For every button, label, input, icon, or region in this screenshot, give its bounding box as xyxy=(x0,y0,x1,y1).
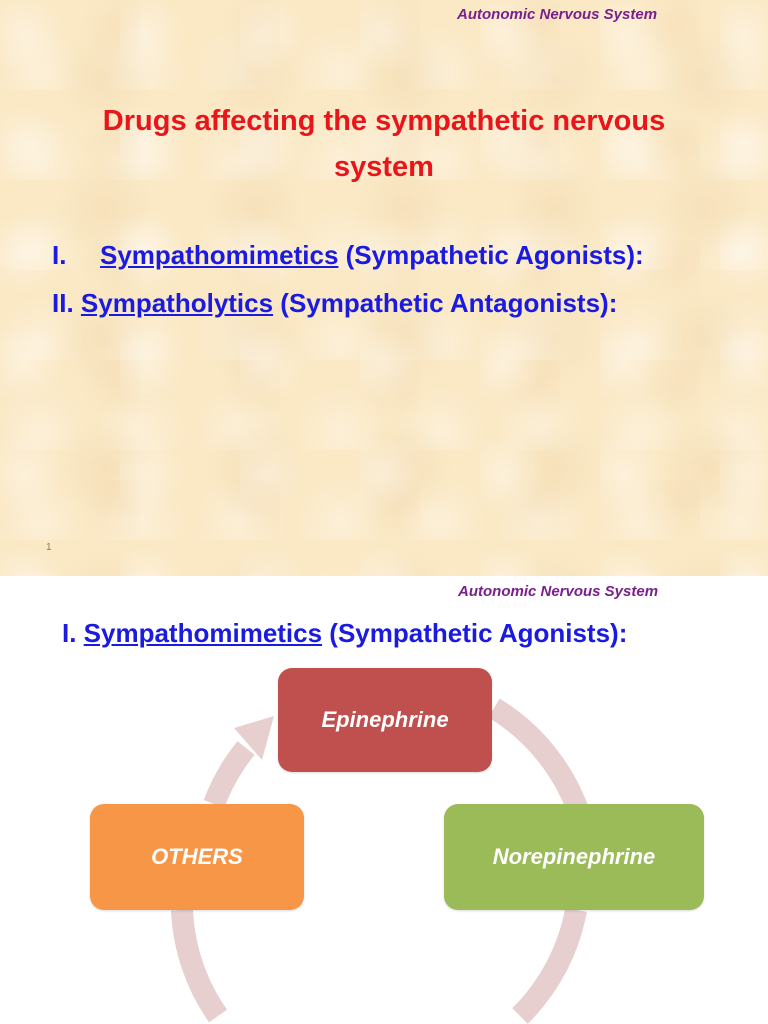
title-line-2: system xyxy=(334,151,434,183)
title-numeral: I. xyxy=(62,618,84,648)
others-label: OTHERS xyxy=(151,844,243,869)
cycle-arc-right xyxy=(488,698,591,820)
list-item-text: (Sympathetic Antagonists): xyxy=(273,288,618,318)
list-numeral: II. xyxy=(52,288,81,318)
sympathomimetics-link[interactable]: Sympathomimetics xyxy=(83,618,323,648)
norepinephrine-label: Norepinephrine xyxy=(492,844,656,869)
cycle-arc-left xyxy=(203,741,255,809)
list-numeral: I. xyxy=(52,240,67,270)
cycle-arrows xyxy=(171,698,591,1024)
sympathomimetics-link[interactable]: Sympathomimetics xyxy=(100,240,339,270)
cycle-arc-bottom-left xyxy=(171,909,228,1023)
norepinephrine-box: Norepinephrine xyxy=(444,804,704,910)
cycle-arc-bottom-right xyxy=(512,907,587,1024)
cycle-arrowhead xyxy=(234,716,274,760)
slide-title: I. Sympathomimetics (Sympathetic Agonist… xyxy=(62,618,627,649)
slide-title: Drugs affecting the sympathetic nervous … xyxy=(0,98,768,190)
others-box: OTHERS xyxy=(90,804,304,910)
list-item-sympathomimetics: I. Sympathomimetics (Sympathetic Agonists… xyxy=(52,240,644,271)
epinephrine-box: Epinephrine xyxy=(278,668,492,772)
slide-2: Autonomic Nervous System I. Sympathomime… xyxy=(0,576,768,1024)
title-text: (Sympathetic Agonists): xyxy=(322,618,628,648)
epinephrine-label: Epinephrine xyxy=(321,707,449,732)
list-item-sympatholytics: II. Sympatholytics (Sympathetic Antagoni… xyxy=(52,288,617,319)
list-item-text: (Sympathetic Agonists): xyxy=(338,240,644,270)
sympatholytics-link[interactable]: Sympatholytics xyxy=(80,288,274,318)
page-number: 1 xyxy=(46,542,52,553)
title-line-1: Drugs affecting the sympathetic nervous xyxy=(102,105,666,137)
slide-header: Autonomic Nervous System xyxy=(458,583,659,600)
slide-header: Autonomic Nervous System xyxy=(457,6,658,23)
slide-1: Autonomic Nervous System Drugs affecting… xyxy=(0,0,768,576)
